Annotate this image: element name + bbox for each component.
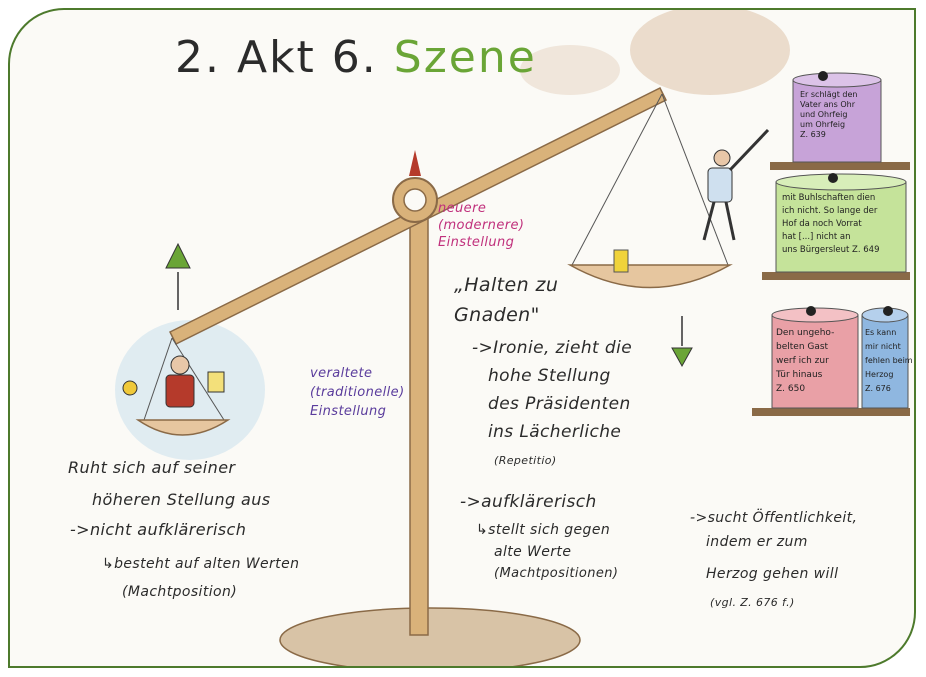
- public-note-2: indem er zum: [706, 534, 808, 550]
- balance-scale-drawing: [115, 10, 910, 666]
- scale-pole: [409, 209, 429, 636]
- man-figure: [713, 149, 731, 167]
- right-pan: [567, 264, 733, 289]
- can-3-text: Den ungeho- belten Gast werf ich zur Tür…: [776, 328, 835, 394]
- shelf-1: [770, 162, 910, 170]
- left-pan: [135, 419, 231, 436]
- enlightened-note-4: (Machtpositionen): [494, 566, 619, 581]
- can-4: [861, 306, 909, 409]
- irony-note-5: (Repetitio): [494, 454, 557, 467]
- title-accent: Szene: [393, 32, 537, 83]
- public-note-4: (vgl. Z. 676 f.): [710, 596, 795, 609]
- public-note-3: Herzog gehen will: [706, 566, 839, 582]
- right-attitude-label: neuere (modernere) Einstellung: [438, 201, 525, 250]
- title-prefix: 2. Akt 6.: [175, 32, 394, 83]
- irony-note-2: hohe Stellung: [488, 366, 611, 386]
- smoke-cloud: [630, 10, 790, 95]
- quote-line-1: „Halten zu: [454, 274, 559, 296]
- president-figure: [170, 355, 190, 375]
- page-title: 2. Akt 6. Szene: [175, 32, 537, 83]
- irony-note-4: ins Lächerliche: [488, 422, 622, 442]
- quote-line-2: Gnaden": [454, 304, 540, 326]
- left-note-4: ↳besteht auf alten Werten: [102, 556, 300, 572]
- shelf-2: [762, 272, 910, 280]
- enlightened-note-1: ->aufklärerisch: [460, 492, 597, 512]
- enlightened-note-2: ↳stellt sich gegen: [476, 522, 611, 538]
- left-attitude-label: veraltete (traditionelle) Einstellung: [310, 366, 405, 419]
- left-note-2: höheren Stellung aus: [92, 490, 271, 509]
- can-4-text: Es kann mir nicht fehlen beim Herzog Z. …: [865, 328, 913, 393]
- can-3: [771, 306, 859, 409]
- can-1-text: Er schlägt den Vater ans Ohr und Ohrfeig…: [800, 90, 858, 139]
- can-2-text: mit Buhlschaften dien ich nicht. So lang…: [782, 193, 880, 255]
- enlightened-note-3: alte Werte: [494, 544, 572, 560]
- pivot-spike: [409, 150, 421, 176]
- left-note-5: (Machtposition): [122, 584, 238, 600]
- left-note-3: ->nicht aufklärerisch: [70, 520, 247, 539]
- scale-base: [279, 607, 581, 666]
- irony-note-1: ->Ironie, zieht die: [472, 338, 633, 358]
- public-note-1: ->sucht Öffentlichkeit,: [690, 510, 858, 526]
- irony-note-3: des Präsidenten: [488, 394, 631, 414]
- can-2: [775, 173, 907, 273]
- shelf-3: [752, 408, 910, 416]
- weight-block: [613, 249, 629, 273]
- left-note-1: Ruht sich auf seiner: [68, 458, 236, 477]
- poster-frame: 2. Akt 6. Szene neuere (modernere) Einst…: [8, 8, 916, 668]
- can-1: [792, 71, 882, 163]
